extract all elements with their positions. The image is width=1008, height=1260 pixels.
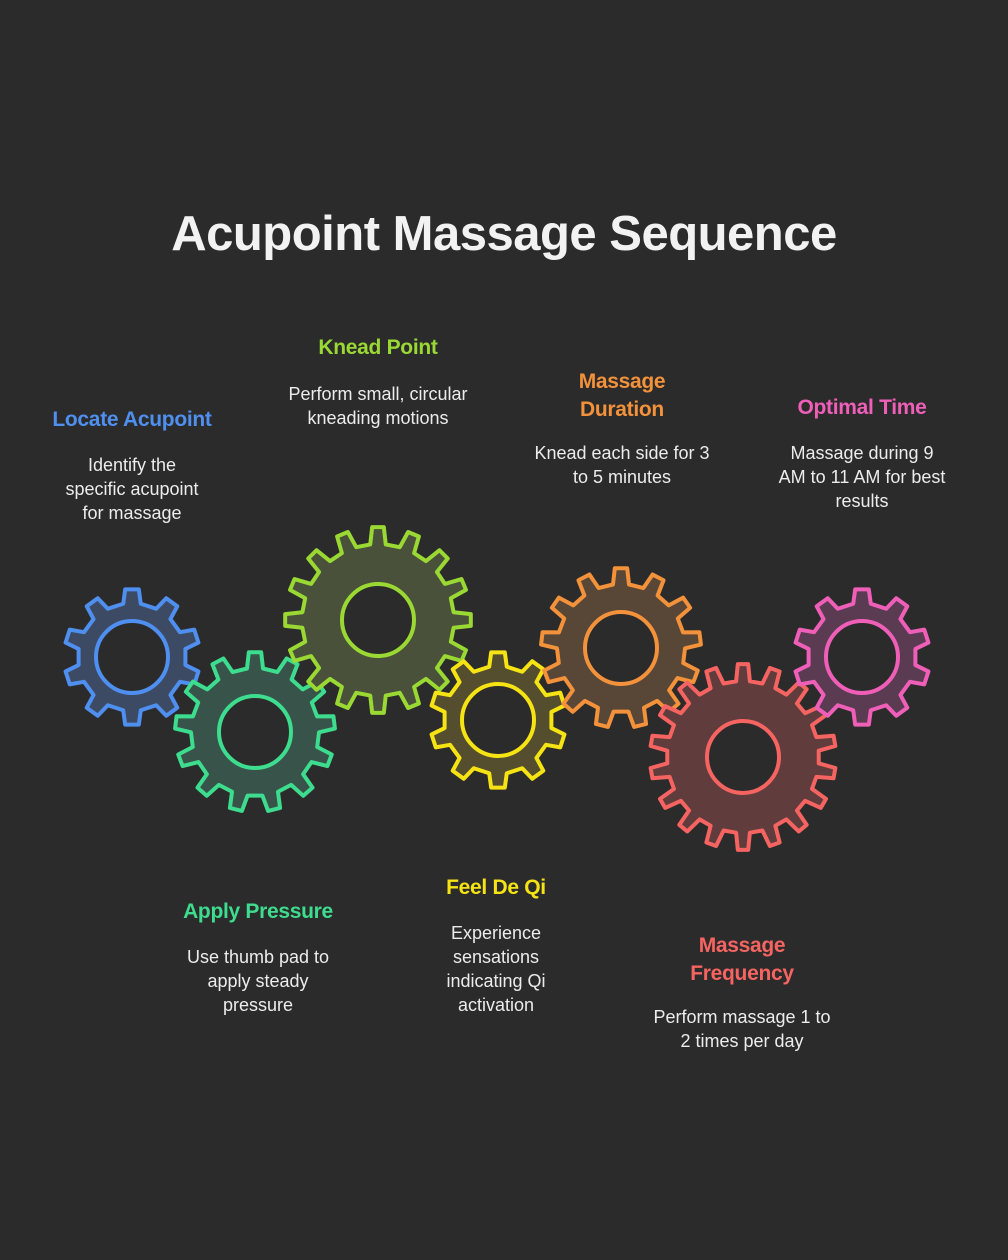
step-description: Identify the specific acupoint for massa… xyxy=(65,455,199,523)
step-heading: Apply Pressure xyxy=(183,900,333,923)
gear-body xyxy=(539,566,703,729)
step-massage-duration: Massage Duration Knead each side for 3 t… xyxy=(530,368,714,489)
page-title: Acupoint Massage Sequence xyxy=(171,207,837,261)
gear-body xyxy=(429,650,567,790)
step-massage-frequency: Massage Frequency Perform massage 1 to 2… xyxy=(640,932,844,1053)
gear-body xyxy=(63,587,201,727)
step-description: Experience sensations indicating Qi acti… xyxy=(446,923,546,1015)
step-heading: Knead Point xyxy=(318,336,438,359)
step-heading: Massage Duration xyxy=(578,370,666,421)
step-heading: Optimal Time xyxy=(797,396,927,419)
step-knead-point: Knead Point Perform small, circular knea… xyxy=(288,334,468,430)
gear-icon-knead-point xyxy=(283,525,473,715)
step-description: Perform small, circular kneading motions xyxy=(288,384,468,428)
gear-body xyxy=(283,525,473,715)
step-description: Massage during 9 AM to 11 AM for best re… xyxy=(778,443,946,511)
step-heading: Feel De Qi xyxy=(446,876,546,899)
step-heading: Massage Frequency xyxy=(690,934,794,985)
step-optimal-time: Optimal Time Massage during 9 AM to 11 A… xyxy=(772,394,952,513)
gear-icon-feel-de-qi xyxy=(429,650,567,790)
gear-body xyxy=(793,587,931,727)
step-feel-de-qi: Feel De Qi Experience sensations indicat… xyxy=(416,874,576,1017)
gear-icon-optimal-time xyxy=(793,587,931,727)
gear-icon-locate-acupoint xyxy=(63,587,201,727)
gear-body xyxy=(648,662,838,852)
step-description: Perform massage 1 to 2 times per day xyxy=(653,1007,831,1051)
gear-icon-massage-duration xyxy=(539,566,703,729)
step-description: Knead each side for 3 to 5 minutes xyxy=(534,443,710,487)
step-apply-pressure: Apply Pressure Use thumb pad to apply st… xyxy=(160,898,356,1017)
step-heading: Locate Acupoint xyxy=(52,408,212,431)
step-description: Use thumb pad to apply steady pressure xyxy=(186,947,330,1015)
step-locate-acupoint: Locate Acupoint Identify the specific ac… xyxy=(32,406,232,525)
gear-icon-massage-frequency xyxy=(648,662,838,852)
